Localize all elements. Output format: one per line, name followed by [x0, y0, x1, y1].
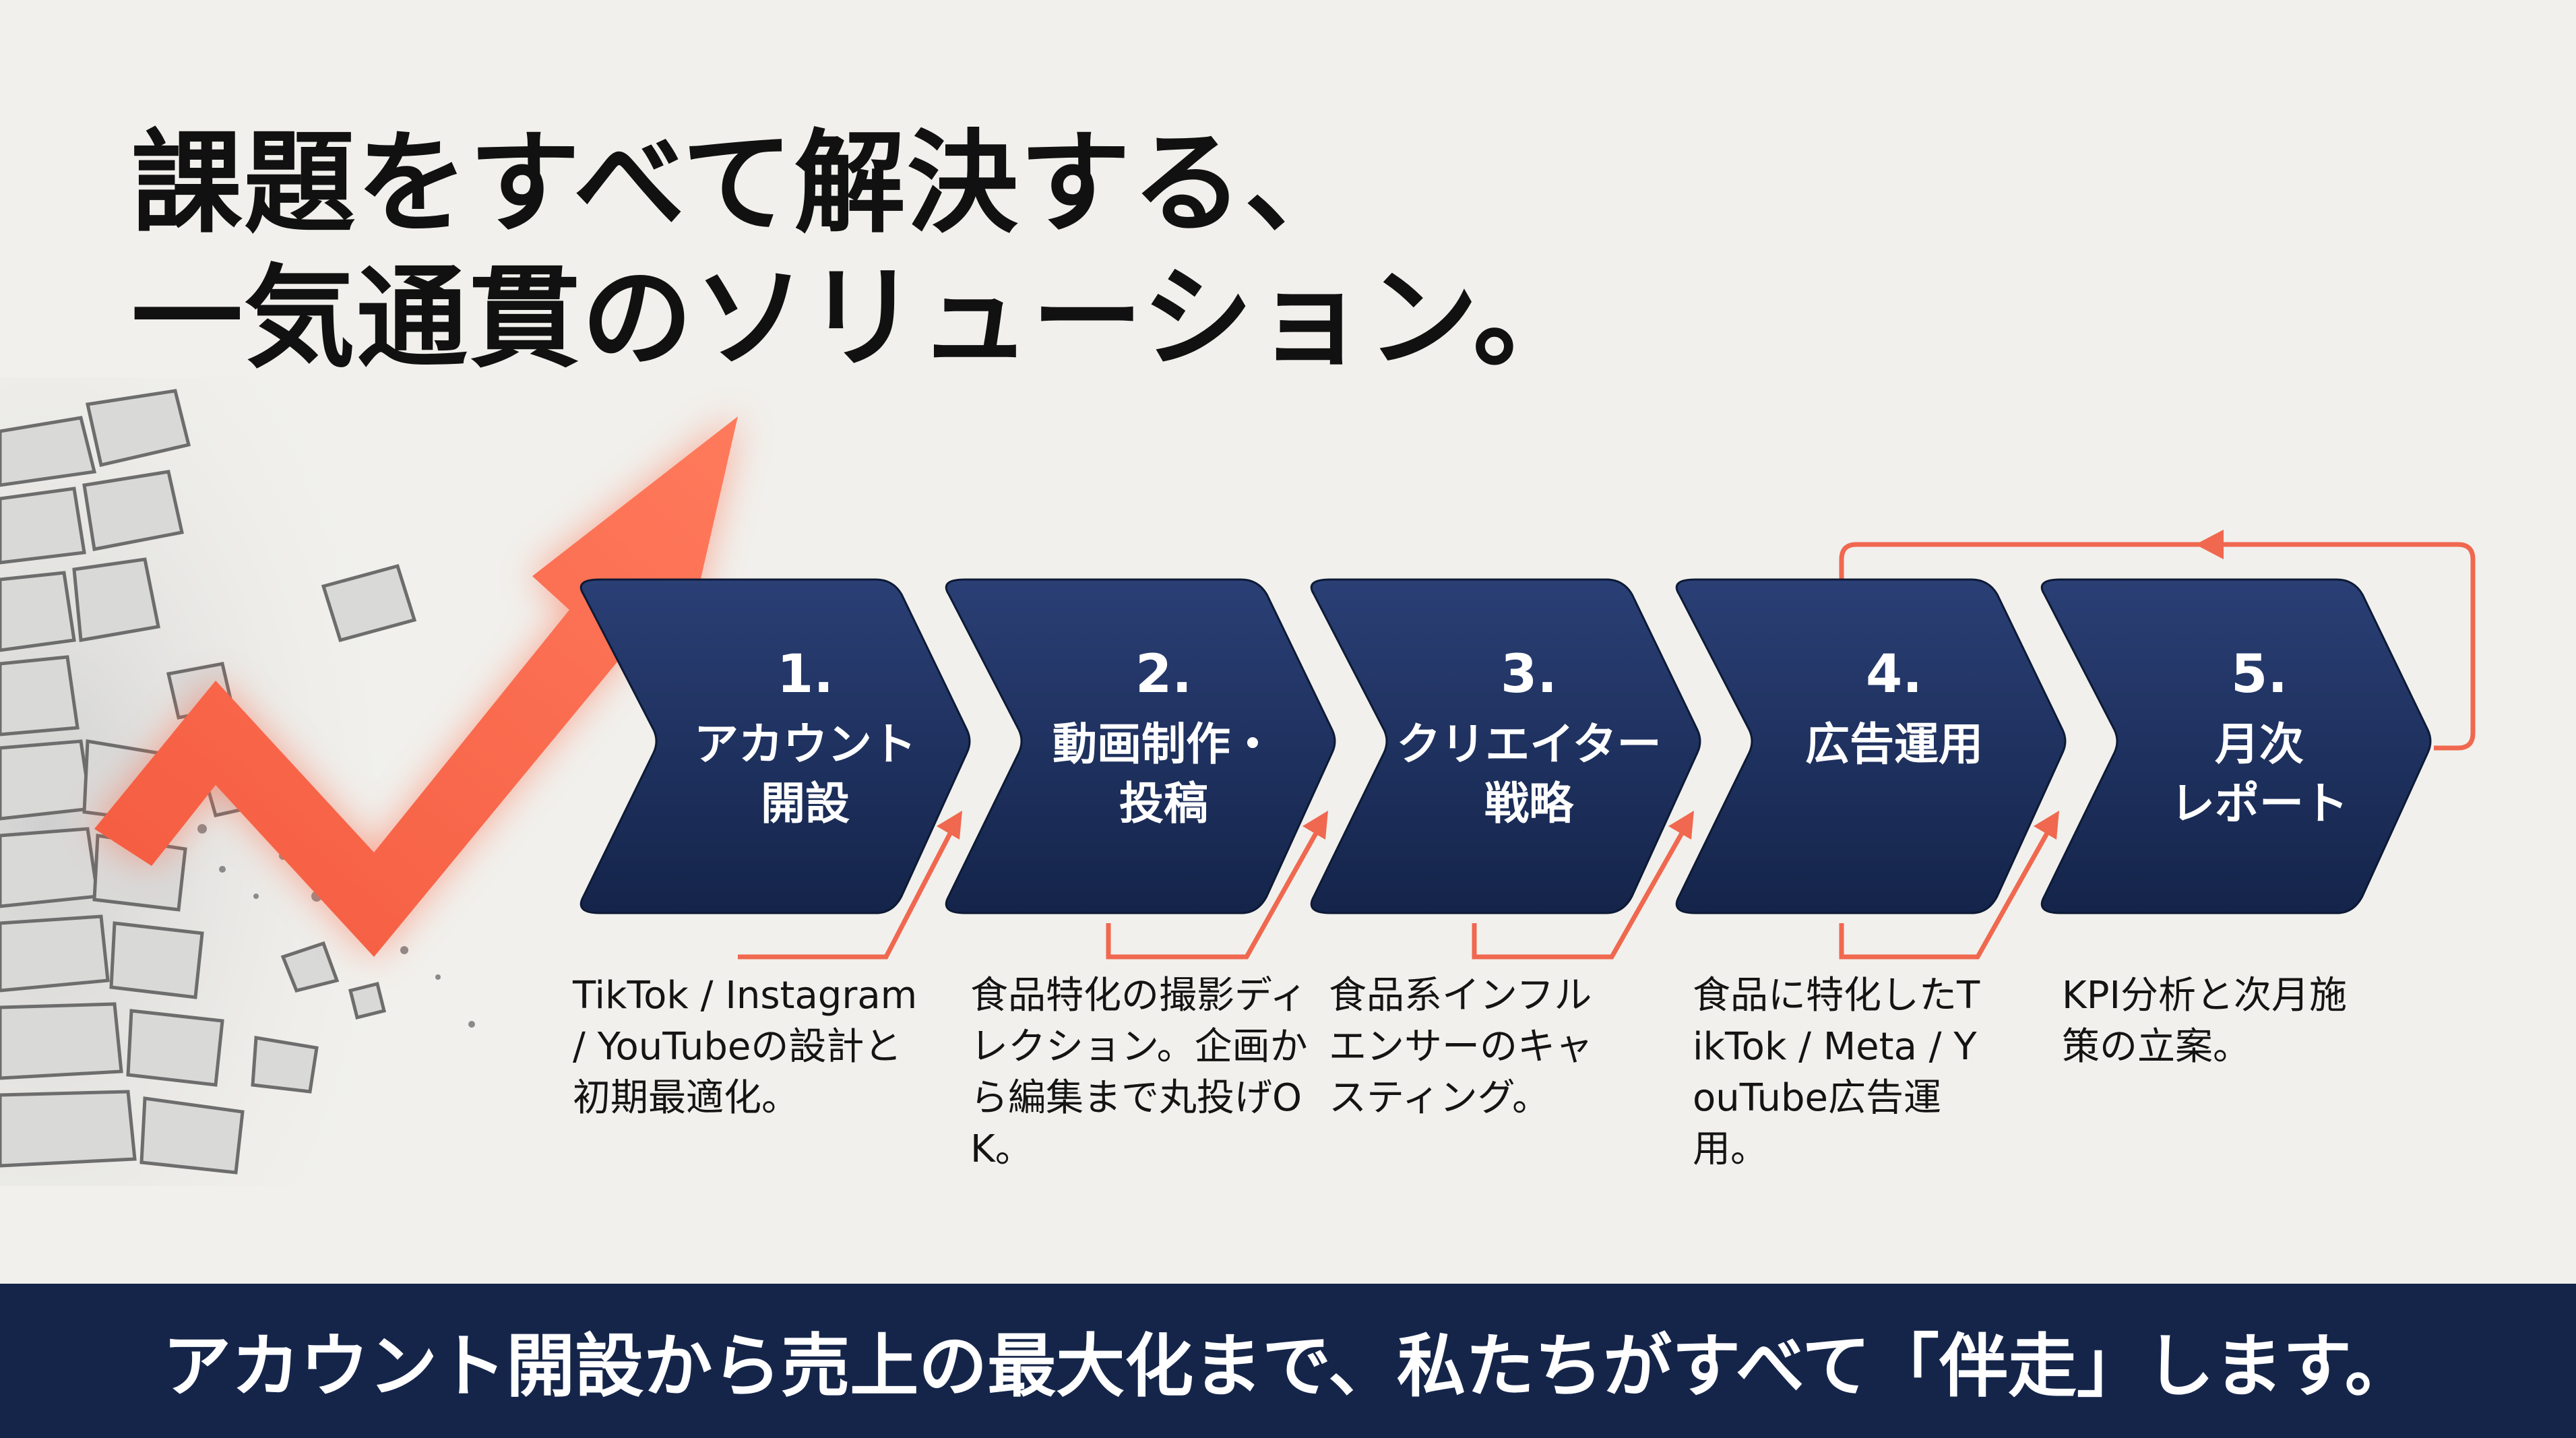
step-1-number: 1.	[777, 644, 834, 705]
chevron-1	[579, 578, 971, 914]
step-5-label: 5. 月次 レポート	[2091, 644, 2428, 834]
step-2-label: 2. 動画制作・ 投稿	[995, 644, 1332, 834]
step-3-label: 3. クリエイター 戦略	[1360, 644, 1697, 834]
broken-wall-icon	[0, 377, 475, 1186]
step-5-number: 5.	[2231, 644, 2288, 705]
step-3-number: 3.	[1501, 644, 1557, 705]
step-3-title-line-2: 戦略	[1484, 777, 1573, 830]
connector-4	[1839, 830, 2051, 960]
step-4-number: 4.	[1866, 644, 1922, 705]
connector-1	[738, 830, 954, 960]
loop-arrow-icon	[1839, 530, 2476, 751]
connector-2	[1106, 830, 1320, 960]
connectors	[738, 830, 2051, 960]
step-5-description: KPI分析と次月施策の立案。	[2062, 974, 2348, 1069]
step-4-description: 食品に特化したTikTok / Meta / YouTube広告運用。	[1693, 974, 1980, 1171]
step-1-title-line-1: アカウント	[694, 718, 916, 770]
chevron-3	[1310, 578, 1701, 914]
step-2-number: 2.	[1135, 644, 1192, 705]
chevron-2	[945, 578, 1336, 914]
step-4-label: 4. 広告運用	[1726, 644, 2063, 774]
step-4-title-line-1: 広告運用	[1805, 718, 1983, 770]
step-1-description: TikTok / Instagram / YouTubeの設計と初期最適化。	[573, 974, 918, 1120]
banner-message: アカウント開設から売上の最大化まで、私たちがすべて「伴走」します。	[162, 1327, 2414, 1407]
step-5-title-line-1: 月次	[2215, 718, 2304, 770]
headline-line-2: 一気通貫のソリューション。	[131, 253, 1585, 383]
step-5-title-line-2: レポート	[2170, 777, 2348, 830]
step-1-title-line-2: 開設	[761, 777, 850, 830]
step-2-description: 食品特化の撮影ディレクション。企画から編集まで丸投げOK。	[970, 974, 1308, 1171]
step-1-label: 1. アカウント 開設	[637, 644, 974, 834]
step-2-title-line-2: 投稿	[1119, 777, 1208, 830]
headline-line-1: 課題をすべて解決する、	[131, 119, 1357, 248]
connector-3	[1472, 830, 1686, 960]
bottom-banner	[0, 1284, 2576, 1438]
chevron-5	[2040, 578, 2432, 914]
step-3-title-line-1: クリエイター	[1396, 718, 1662, 770]
step-3-description: 食品系インフルエンサーのキャスティング。	[1329, 974, 1593, 1120]
chevron-4	[1675, 578, 2067, 914]
growth-arrow-icon	[94, 416, 738, 957]
connector-heads	[937, 811, 2059, 840]
process-chevrons	[579, 578, 2432, 914]
step-2-title-line-1: 動画制作・	[1053, 718, 1275, 770]
